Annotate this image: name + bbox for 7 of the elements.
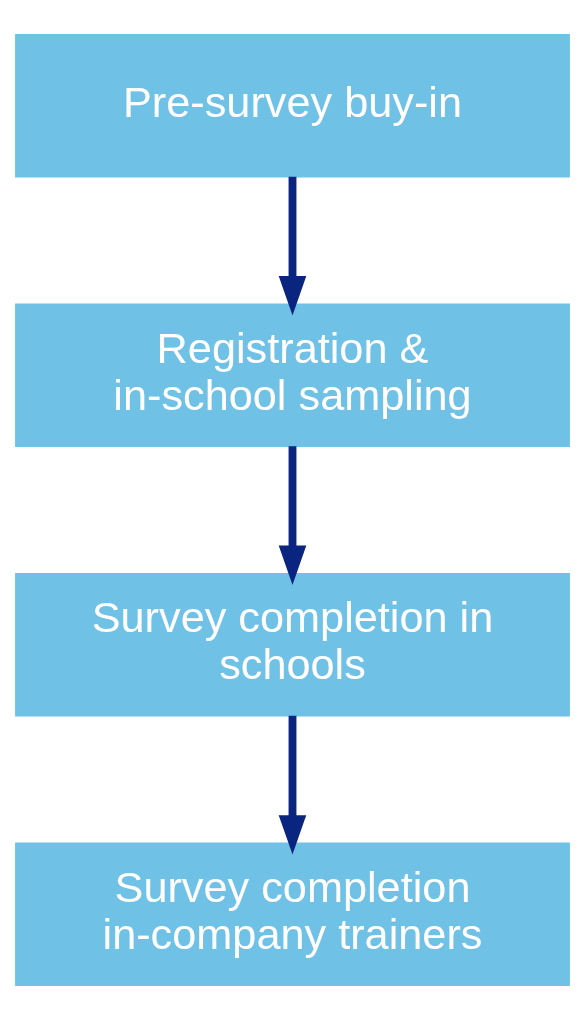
node-box: Registration & in-school sampling xyxy=(15,303,570,448)
node-box: Survey completion in schools xyxy=(15,572,570,717)
node-box: Pre-survey buy-in xyxy=(15,33,570,178)
arrow xyxy=(278,176,307,316)
node-box: Survey completion in-company trainers xyxy=(15,842,570,987)
arrow xyxy=(278,715,307,855)
arrow xyxy=(278,446,307,586)
